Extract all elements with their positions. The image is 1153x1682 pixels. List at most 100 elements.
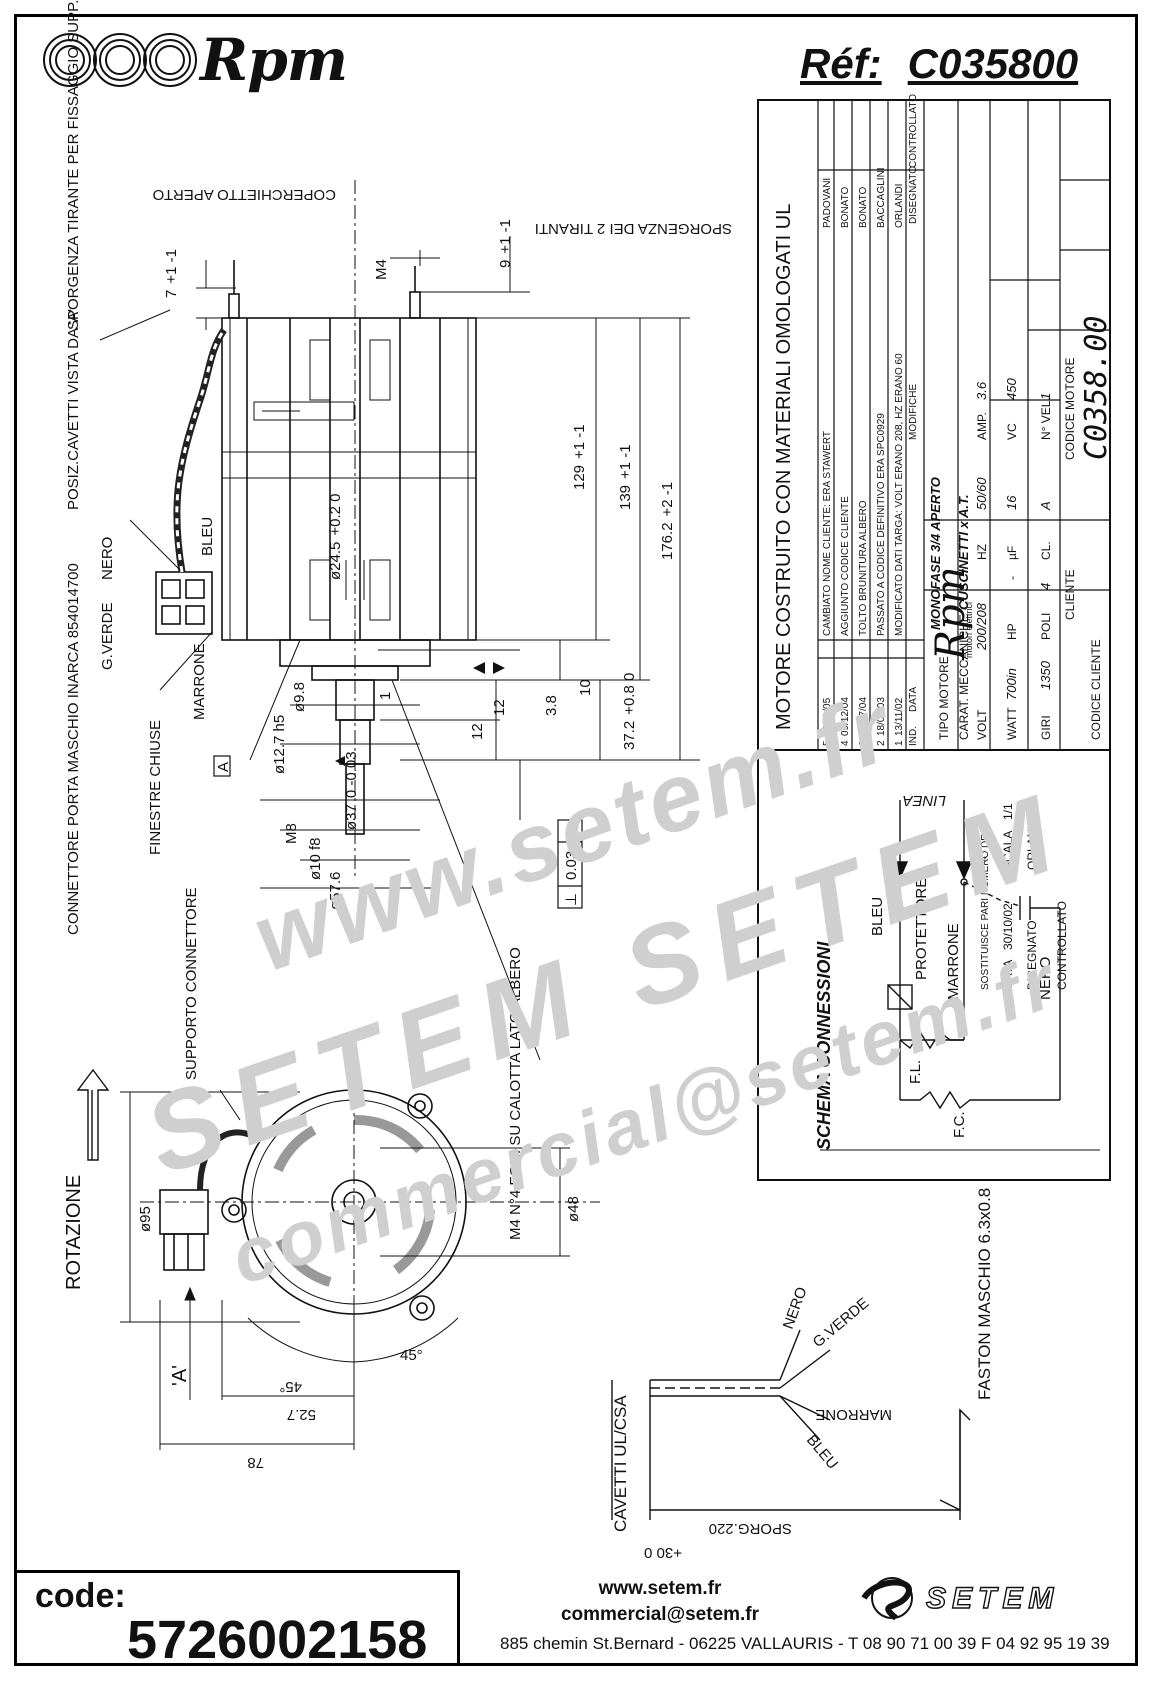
note-m4-fori: M4 N°4 FORI SU CALOTTA LATO ALBERO: [507, 947, 524, 1240]
schema-title: SCHEMA CONNESSIONI: [814, 941, 834, 1150]
arrow-marker: [473, 662, 485, 674]
revision-sign: ORLANDI: [894, 184, 905, 228]
rotation-arrow: [76, 1068, 110, 1161]
tb-controllato-label: CONTROLLATO: [1055, 901, 1069, 990]
tb-hp-val: -: [1005, 576, 1019, 580]
datum-marker: [335, 756, 345, 766]
wire-bleu: BLEU: [199, 517, 216, 556]
note-motore-costruito: MOTORE COSTRUITO CON MATERIALI OMOLOGATI…: [773, 204, 795, 730]
tb-watt-label: WATT: [1005, 707, 1019, 740]
email-link[interactable]: commercial@setem.fr: [560, 1604, 760, 1625]
schema-linea: LINEA: [903, 792, 946, 809]
revision-ind: 3: [858, 740, 869, 746]
tb-scala-label: SCALA: [1001, 831, 1015, 870]
revision-text: PASSATO A CODICE DEFINITIVO ERA SPC0929: [876, 413, 887, 636]
wire-marrone: MARRONE: [191, 643, 208, 720]
dim-78: 78: [247, 1454, 264, 1471]
tb-vc-val: 450: [1004, 378, 1019, 400]
tb-codice-motore-label: CODICE MOTORE: [1063, 358, 1077, 460]
dim-129: 129+1 -1: [571, 424, 588, 490]
note-finestre: FINESTRE CHIUSE: [147, 720, 164, 855]
tb-vc-label: VC: [1005, 423, 1019, 440]
website-link[interactable]: www.setem.fr: [598, 1578, 722, 1599]
tb-carat-val: CUSCINETTI x A.T.: [956, 494, 971, 610]
title-block-text: TIPO MOTORE MONOFASE 3/4 APERTO CARAT. M…: [928, 316, 1114, 991]
tb-volt-label: VOLT: [975, 709, 989, 740]
dim-1: 1: [377, 692, 394, 700]
tb-poli-val: 4: [1038, 583, 1053, 590]
tb-brand-sub: motori elettrici: [964, 602, 974, 658]
tb-watt-val: 700in: [1004, 668, 1019, 700]
vertical-labels: SPORGENZA TIRANTE PER FISSAGGIO SUPP.CON…: [63, 0, 1054, 1532]
inverted-labels: COPERCHIETTO APERTO SPORGENZA DEI 2 TIRA…: [153, 186, 946, 1561]
tb-data-val: 30/10/02: [1001, 903, 1015, 950]
tb-codice-motore-val: C0358.00: [1079, 316, 1114, 461]
cable-gverde: G.VERDE: [810, 1295, 873, 1351]
perp-value: 0.03: [563, 851, 580, 880]
dim-48: ø48: [565, 1196, 582, 1222]
dim-12b: 12: [469, 723, 486, 740]
dim-57-6: ø57.6: [327, 872, 344, 910]
connection-schema: [820, 800, 1100, 1151]
note-faston: FASTON MASCHIO 6.3x0.8: [975, 1188, 994, 1400]
rev-header-checked: CONTROLLATO: [908, 94, 919, 168]
tb-giri-label: GIRI: [1039, 715, 1053, 740]
motor-front-view: [140, 1070, 600, 1440]
revision-ind: 5: [822, 740, 833, 746]
dim-12-7: ø12.7 h5: [271, 715, 288, 774]
dim-37: ø370 -0.03: [343, 751, 360, 830]
revision-table: IND. DATA MODIFICHE DISEGNATO CONTROLLAT…: [908, 94, 919, 746]
note-connettore: CONNETTORE PORTA MASCHIO INARCA 85401470…: [65, 563, 82, 935]
dim-95: ø95: [137, 1206, 154, 1232]
revision-sign: PADOVANI: [822, 178, 833, 228]
tb-nvel-label: N° VEL.: [1039, 397, 1053, 440]
note-posiz-cavetti: POSIZ.CAVETTI VISTA DA 'A': [65, 309, 82, 510]
rpm-brand: Rpm: [200, 26, 348, 94]
schema-bleu: BLEU: [869, 897, 886, 936]
dim-10f8: ø10 f8: [307, 837, 324, 880]
schema-fc: F.C.: [951, 1111, 968, 1138]
arrow-marker: [493, 662, 505, 674]
tb-sostituisce-label: SOSTITUISCE PARI NUMERO DEL: [980, 828, 991, 990]
tb-amp-label: AMP.: [975, 412, 989, 440]
note-vista-a: 'A': [169, 1365, 191, 1386]
side-dimensions: [99, 236, 700, 1121]
front-dimensions: [120, 1091, 570, 1450]
revision-ind: 1: [894, 740, 905, 746]
angle-45b: 45°: [279, 1378, 302, 1395]
revision-text: MODIFICATO DATI TARGA: VOLT ERANO 208, H…: [894, 353, 905, 636]
dim-9-8: ø9.8: [291, 682, 308, 712]
rev-header-drawn: DISEGNATO: [908, 166, 919, 224]
schema-protettore: PROTETTORE: [913, 878, 930, 980]
revision-date: 09/12/04: [840, 697, 851, 736]
revision-sign: BACCAGLINI: [876, 167, 887, 228]
tb-tipo-val: MONOFASE 3/4 APERTO: [928, 477, 943, 630]
cables-detail: [611, 1329, 971, 1520]
dim-m4: M4: [373, 259, 390, 280]
tb-uf-label: µF: [1005, 546, 1019, 560]
dim-139: 139+1 -1: [617, 444, 634, 510]
tb-scala-val: 1/1: [1001, 803, 1015, 820]
dim-176: 176.2+2 -1: [659, 482, 676, 560]
tb-cl-val: A: [1038, 501, 1053, 511]
dim-37-2: 37.2+0.8 0: [621, 673, 638, 750]
setem-logo-text: SETEM: [926, 1582, 1059, 1615]
cable-marrone: MARRONE: [815, 1406, 892, 1423]
tb-codice-cliente-label: CODICE CLIENTE: [1089, 639, 1103, 740]
tb-hz-val: 50/60: [974, 477, 989, 510]
revision-text: CAMBIATO NOME CLIENTE: ERA STAWERT: [822, 431, 833, 636]
tb-data-label: DATA: [1001, 960, 1015, 990]
cable-bleu: BLEU: [803, 1432, 841, 1473]
tb-nvel-val: 1: [1038, 393, 1053, 400]
tb-cliente-label: CLIENTE: [1063, 569, 1077, 620]
rpm-coil-logo: [43, 33, 197, 87]
angle-45a: 45°: [400, 1347, 423, 1364]
tb-hz-label: HZ: [975, 544, 989, 560]
rev-header-ind: IND.: [908, 726, 919, 746]
revision-date: 18/03/03: [876, 697, 887, 736]
tb-sostituisce-val: -: [977, 856, 991, 860]
tb-uf-val: 16: [1004, 495, 1019, 510]
tb-amp-val: 3.6: [974, 381, 989, 400]
